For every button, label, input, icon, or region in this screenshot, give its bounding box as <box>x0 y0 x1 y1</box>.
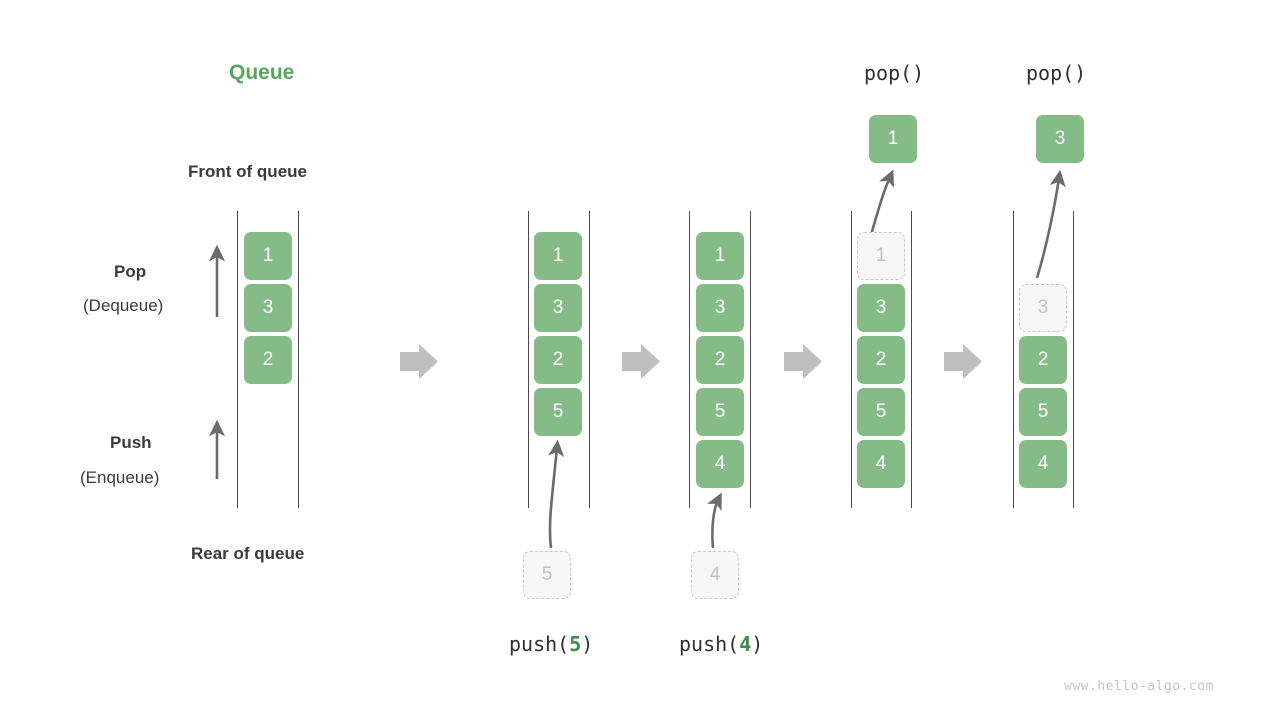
rear-of-queue-label: Rear of queue <box>191 544 305 563</box>
push-5-caption: push(5) <box>509 632 593 656</box>
popped-element: 1 <box>869 115 917 163</box>
queue-element: 4 <box>857 440 905 488</box>
page-title: Queue <box>229 61 295 84</box>
popped-slot-ghost: 3 <box>1019 284 1067 332</box>
transition-arrow-1 <box>400 344 438 379</box>
pop-2-caption: pop() <box>1026 61 1087 85</box>
queue-rail-left <box>851 211 853 508</box>
queue-element: 5 <box>534 388 582 436</box>
watermark: www.hello-algo.com <box>1064 679 1214 694</box>
queue-element: 2 <box>696 336 744 384</box>
caption-suffix: ) <box>581 632 594 656</box>
popped-element: 3 <box>1036 115 1084 163</box>
queue-element: 5 <box>1019 388 1067 436</box>
queue-rail-right <box>298 211 300 508</box>
incoming-element-ghost: 4 <box>691 551 739 599</box>
front-of-queue-label: Front of queue <box>188 162 307 181</box>
push-label: Push <box>110 433 152 452</box>
pop-label: Pop <box>114 262 147 281</box>
push-5-arrow <box>548 439 565 549</box>
push-4-caption: push(4) <box>679 632 763 656</box>
transition-arrow-2 <box>622 344 660 379</box>
queue-element: 5 <box>857 388 905 436</box>
queue-element: 2 <box>534 336 582 384</box>
queue-rail-left <box>237 211 239 508</box>
queue-element: 3 <box>696 284 744 332</box>
queue-element: 5 <box>696 388 744 436</box>
queue-rail-right <box>750 211 752 508</box>
queue-element: 3 <box>857 284 905 332</box>
caption-arg: 4 <box>739 632 752 656</box>
caption-prefix: push( <box>509 632 570 656</box>
queue-element: 1 <box>696 232 744 280</box>
push-alt-label: (Enqueue) <box>80 468 160 487</box>
queue-rail-right <box>589 211 591 508</box>
queue-rail-left <box>689 211 691 508</box>
queue-element: 2 <box>1019 336 1067 384</box>
transition-arrow-3 <box>784 344 822 379</box>
popped-slot-ghost: 1 <box>857 232 905 280</box>
queue-element: 1 <box>534 232 582 280</box>
push-4-arrow <box>707 492 722 549</box>
incoming-element-ghost: 5 <box>523 551 571 599</box>
queue-rail-left <box>528 211 530 508</box>
queue-element: 3 <box>244 284 292 332</box>
queue-element: 2 <box>857 336 905 384</box>
queue-element: 2 <box>244 336 292 384</box>
queue-rail-right <box>911 211 913 508</box>
pop-1-arrow <box>869 169 894 236</box>
caption-prefix: push( <box>679 632 740 656</box>
transition-arrow-4 <box>944 344 982 379</box>
pop-alt-label: (Dequeue) <box>83 296 164 315</box>
queue-rail-right <box>1073 211 1075 508</box>
queue-element: 3 <box>534 284 582 332</box>
pop-2-arrow <box>1035 169 1066 279</box>
queue-element: 4 <box>1019 440 1067 488</box>
caption-arg: 5 <box>569 632 582 656</box>
queue-element: 4 <box>696 440 744 488</box>
queue-rail-left <box>1013 211 1015 508</box>
queue-element: 1 <box>244 232 292 280</box>
pop-1-caption: pop() <box>864 61 925 85</box>
caption-suffix: ) <box>751 632 764 656</box>
